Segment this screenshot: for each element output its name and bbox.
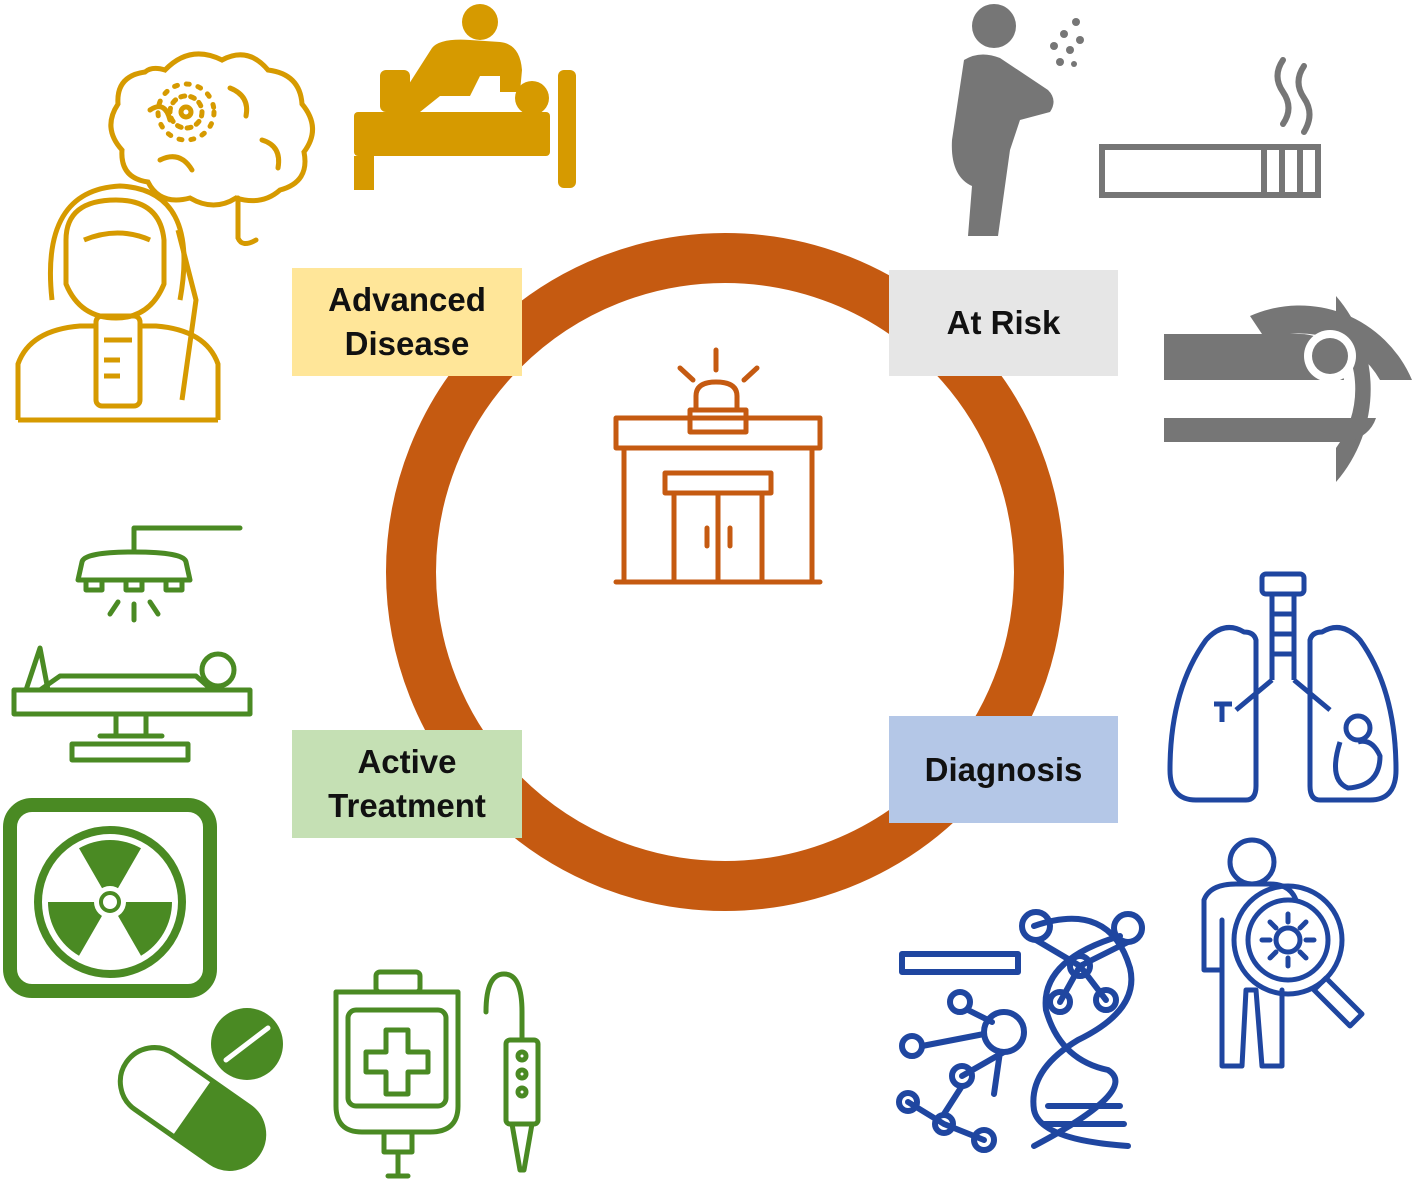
dna-molecule-icon — [896, 909, 1145, 1153]
pills-capsule-icon — [117, 1008, 283, 1171]
stage-label-at-risk: At Risk — [889, 270, 1118, 376]
iv-bag-icon — [333, 969, 541, 1179]
brain-icon — [108, 51, 315, 246]
stage-label-advanced-line2: Disease — [344, 325, 470, 362]
cigarette-icon — [1099, 57, 1321, 198]
radiation-icon — [3, 798, 217, 998]
ct-scanner-icon — [1164, 296, 1412, 482]
stage-label-diagnosis-line1: Diagnosis — [924, 750, 1083, 788]
surgery-table-lamp-icon — [11, 525, 253, 763]
person-magnifier-virus-icon — [1201, 837, 1365, 1069]
stage-label-treatment-line2: Treatment — [328, 787, 486, 824]
stage-label-diagnosis: Diagnosis — [889, 716, 1118, 823]
stage-label-risk-line1: At Risk — [946, 304, 1061, 341]
stage-label-advanced-disease: Advanced Disease — [292, 268, 522, 376]
lungs-tumor-icon — [1167, 571, 1399, 803]
care-cycle-ring — [386, 233, 1064, 911]
stage-label-advanced-line1: Advanced — [328, 281, 486, 318]
stage-label-treatment-line1: Active — [357, 743, 457, 780]
caregiver-bed-icon — [354, 4, 576, 190]
hospital-building-with-siren-icon — [613, 347, 823, 585]
stage-label-active-treatment: Active Treatment — [292, 730, 522, 838]
coughing-person-icon — [951, 4, 1084, 236]
oxygen-mask-patient-icon — [15, 183, 221, 423]
